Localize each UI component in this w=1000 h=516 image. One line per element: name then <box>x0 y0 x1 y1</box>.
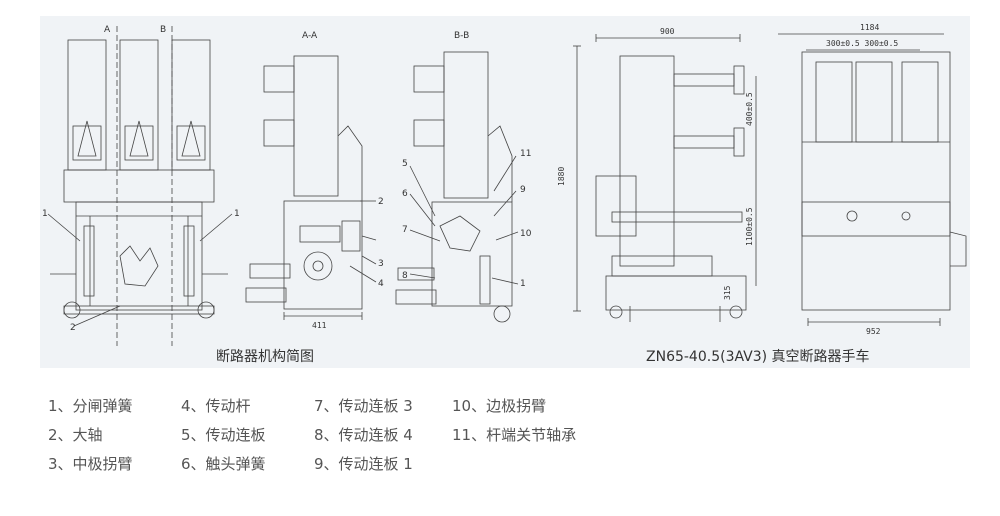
legend-item: 6、触头弹簧 <box>181 455 266 473</box>
right-caption: ZN65-40.5(3AV3) 真空断路器手车 <box>646 349 870 365</box>
bb-callout-11: 11 <box>520 149 531 159</box>
legend-item: 1、分闸弹簧 <box>48 397 133 415</box>
aa-callout-2: 2 <box>378 197 384 207</box>
front-section-a-label: A <box>104 25 111 35</box>
front-callout-1-left: 1 <box>42 209 48 219</box>
aa-callout-3: 3 <box>378 259 384 269</box>
legend-item: 8、传动连板 4 <box>314 426 413 444</box>
legend-item: 7、传动连板 3 <box>314 397 413 415</box>
front2-dim-sub: 300±0.5 300±0.5 <box>826 39 898 48</box>
aa-title: A-A <box>302 31 318 41</box>
section-bb-view <box>395 51 519 323</box>
front2-dim-top: 1184 <box>860 23 879 32</box>
section-aa-view <box>245 55 377 320</box>
trolley-front-view <box>778 33 967 326</box>
bb-title: B-B <box>454 31 469 41</box>
front-section-b-label: B <box>160 25 166 35</box>
trolley-side-view <box>573 34 757 322</box>
legend-item: 3、中极拐臂 <box>48 455 133 473</box>
legend-item: 10、边极拐臂 <box>452 397 547 415</box>
bb-callout-6: 6 <box>402 189 408 199</box>
legend-item: 9、传动连板 1 <box>314 455 413 473</box>
bb-callout-7: 7 <box>402 225 408 235</box>
legend-item: 11、杆端关节轴承 <box>452 426 577 444</box>
legend-item: 5、传动连板 <box>181 426 266 444</box>
side-dim-mid2: 1100±0.5 <box>745 207 754 246</box>
side-dim-low: 315 <box>723 285 732 300</box>
aa-callout-4: 4 <box>378 279 384 289</box>
bb-callout-8: 8 <box>402 271 408 281</box>
front-callout-2: 2 <box>70 323 76 333</box>
front-callout-1-right: 1 <box>234 209 240 219</box>
left-caption: 断路器机构简图 <box>216 349 314 365</box>
side-dim-height: 1880 <box>557 167 566 186</box>
side-dim-mid1: 400±0.5 <box>745 92 754 126</box>
technical-drawing: A B 1 1 2 A-A 2 3 4 411 B-B 5 6 7 8 11 9… <box>42 23 967 346</box>
front-view <box>47 26 233 346</box>
bb-callout-9: 9 <box>520 185 526 195</box>
bb-callout-10: 10 <box>520 229 532 239</box>
bb-callout-1: 1 <box>520 279 526 289</box>
aa-dim-width: 411 <box>312 321 327 330</box>
legend-item: 2、大轴 <box>48 426 103 444</box>
bb-callout-5: 5 <box>402 159 408 169</box>
legend-item: 4、传动杆 <box>181 397 251 415</box>
front2-dim-bottom: 952 <box>866 327 881 336</box>
drawing-panel: A B 1 1 2 A-A 2 3 4 411 B-B 5 6 7 8 11 9… <box>40 16 970 368</box>
side-dim-top: 900 <box>660 27 675 36</box>
